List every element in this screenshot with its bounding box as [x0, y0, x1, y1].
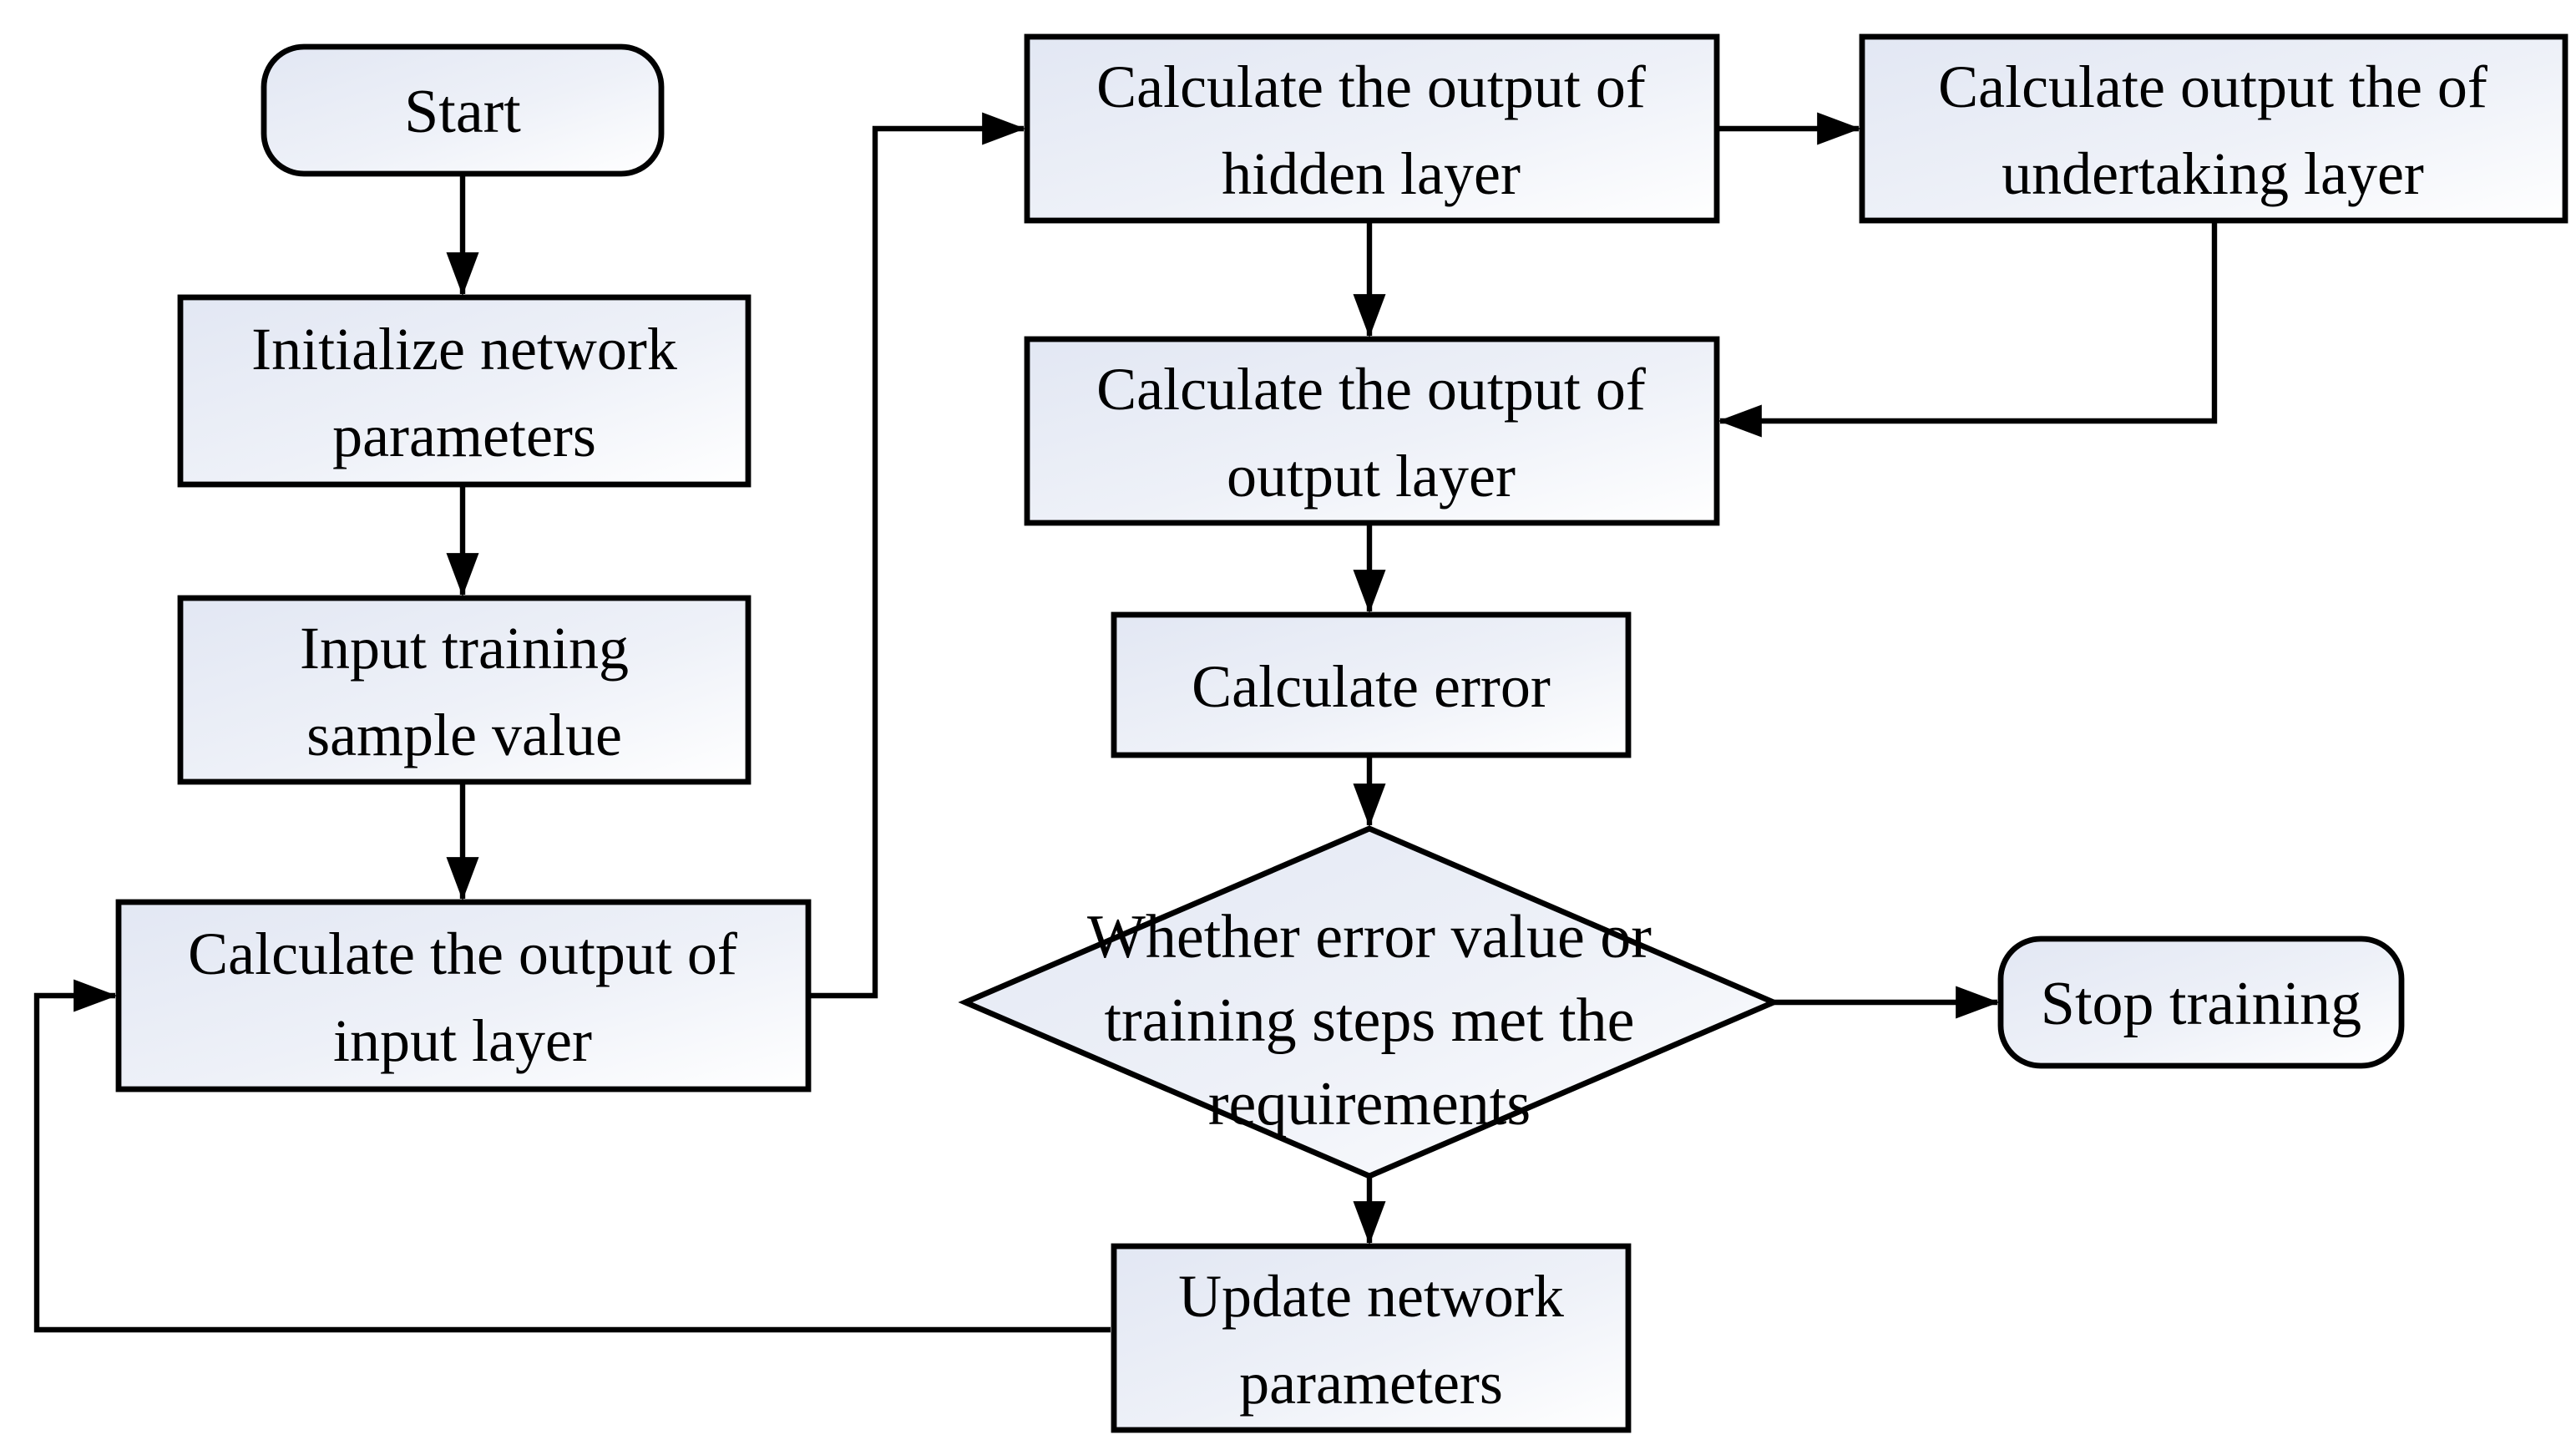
node-initialize: Initialize network parameters — [177, 294, 752, 488]
node-stop-shape — [1997, 935, 2405, 1069]
node-decision-label-line-3: requirements — [1208, 1070, 1531, 1138]
edge-undertaking-layer-to-output-layer — [1718, 221, 2218, 438]
node-undertaking-layer-label-line-2: undertaking layer — [2002, 140, 2424, 207]
node-initialize-shape — [177, 294, 752, 488]
edge-input-layer-to-hidden-layer — [808, 112, 1026, 999]
node-start: Start — [261, 43, 665, 177]
node-initialize-label-line-2: parameters — [332, 403, 596, 469]
edges-layer — [33, 112, 2218, 1333]
node-update: Update network parameters — [1111, 1243, 1632, 1433]
edge-update-to-input-layer — [33, 979, 1111, 1333]
node-undertaking-layer-shape — [1859, 33, 2568, 224]
node-output-layer-label-line-2: output layer — [1227, 443, 1516, 510]
node-update-shape — [1111, 1243, 1632, 1433]
node-undertaking-layer: Calculate output the of undertaking laye… — [1859, 33, 2568, 224]
node-start-label: Start — [404, 78, 521, 146]
node-input-sample-shape — [177, 595, 752, 785]
node-input-layer-shape — [115, 899, 812, 1093]
node-start-shape — [261, 43, 665, 177]
node-input-sample: Input training sample value — [177, 595, 752, 785]
node-decision-label-line-1: Whether error value or — [1087, 903, 1652, 971]
node-decision-label-line-2: training steps met the — [1104, 986, 1634, 1055]
node-calc-error-shape — [1111, 611, 1632, 758]
node-decision: Whether error value or training steps me… — [958, 825, 1781, 1179]
node-output-layer-label-line-1: Calculate the output of — [1096, 356, 1646, 423]
node-input-layer: Calculate the output of input layer — [115, 899, 812, 1093]
node-output-layer: Calculate the output of output layer — [1024, 336, 1720, 526]
node-update-label-line-1: Update network — [1178, 1263, 1564, 1330]
node-initialize-label-line-1: Initialize network — [251, 316, 677, 383]
node-input-layer-label-line-1: Calculate the output of — [188, 920, 737, 987]
node-hidden-layer: Calculate the output of hidden layer — [1024, 33, 1720, 224]
node-stop: Stop training — [1997, 935, 2405, 1069]
node-undertaking-layer-label-line-1: Calculate output the of — [1938, 53, 2487, 120]
node-update-label-line-2: parameters — [1239, 1350, 1503, 1417]
node-output-layer-shape — [1024, 336, 1720, 526]
node-input-sample-label-line-1: Input training — [300, 615, 629, 682]
node-input-layer-label-line-2: input layer — [333, 1007, 592, 1074]
node-input-sample-label-line-2: sample value — [306, 702, 622, 768]
node-calc-error: Calculate error — [1111, 611, 1632, 758]
node-hidden-layer-label-line-1: Calculate the output of — [1096, 53, 1646, 120]
node-decision-shape — [958, 825, 1781, 1179]
node-stop-label: Stop training — [2041, 970, 2361, 1038]
node-calc-error-label: Calculate error — [1192, 653, 1551, 720]
node-hidden-layer-shape — [1024, 33, 1720, 224]
node-hidden-layer-label-line-2: hidden layer — [1222, 140, 1521, 207]
